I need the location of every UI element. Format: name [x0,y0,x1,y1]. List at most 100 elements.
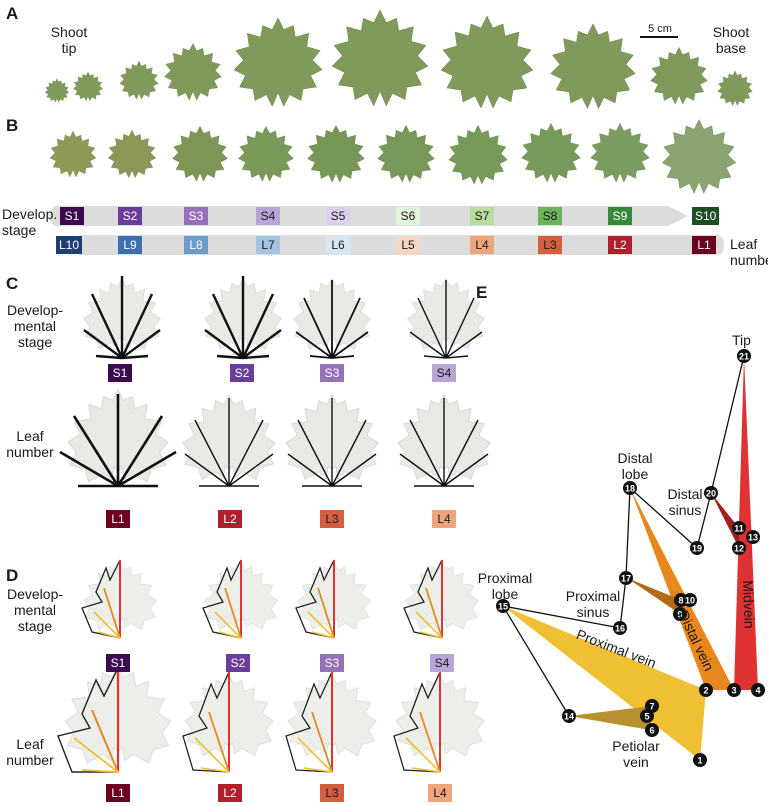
svg-text:9: 9 [677,610,682,620]
landmark-12: 12 [732,541,746,555]
landmark-14: 14 [562,709,576,723]
leaf-number-label: Leaf number [730,236,768,268]
distal-vein-shape [630,488,734,690]
svg-text:21: 21 [739,352,749,362]
panel-c-leaf-badge-l4: L4 [432,510,456,528]
svg-text:20: 20 [706,489,716,499]
panel-c-leaves [59,276,491,488]
shoot-tip-label: Shoot tip [50,24,88,56]
leaf-badge-l2: L2 [608,236,632,254]
panel-c-stage-badge-s1: S1 [108,364,132,382]
panel-letter-c: C [6,274,19,293]
distal-lobe-label: Distal lobe [617,450,653,482]
svg-text:7: 7 [649,702,654,712]
panel-c-stage-badge-s3: S3 [320,364,344,382]
petiolar-vein-shape [569,706,652,730]
panel-c-leaf-badge-l1: L1 [106,510,130,528]
stage-badge-s10: S10 [692,207,720,225]
stage-badge-s3: S3 [184,207,208,225]
svg-text:18: 18 [625,484,635,494]
leaf-badge-l3: L3 [538,236,562,254]
landmark-9: 9 [673,607,687,621]
panel-d-leaf-label: Leaf number [6,736,54,768]
leaf-badge-l4: L4 [470,236,494,254]
landmark-16: 16 [613,621,627,635]
svg-text:11: 11 [734,524,744,534]
landmark-6: 6 [645,723,659,737]
landmark-20: 20 [704,486,718,500]
landmark-3: 3 [727,683,741,697]
panel-letter-a: A [6,4,19,23]
leaf-badge-l6: L6 [326,236,350,254]
panel-d-stage-badge-s4: S4 [430,654,454,672]
tip-label: Tip [732,332,751,348]
stage-badge-s1: S1 [60,207,84,225]
panel-d-stage-badge-s1: S1 [106,654,130,672]
panel-a-leaves [44,9,753,109]
landmark-13: 13 [746,530,760,544]
stage-badge-s4: S4 [256,207,280,225]
panel-c-leaf-label: Leaf number [6,428,54,460]
leaf-badge-l8: L8 [184,236,208,254]
proximal-lobe-label: Proximal lobe [477,570,533,602]
petiolar-vein-label: Petiolar vein [612,738,660,770]
scale-bar-label: 5 cm [648,23,672,35]
landmark-4: 4 [751,683,765,697]
svg-text:19: 19 [692,544,702,554]
panel-c-stage-badge-s4: S4 [432,364,456,382]
panel-d-stage-label: Develop- mental stage [6,586,64,634]
landmark-7: 7 [645,699,659,713]
svg-text:12: 12 [734,544,744,554]
proximal-sinus-label: Proximal sinus [565,588,621,620]
shoot-base-label: Shoot base [712,24,750,56]
landmark-11: 11 [732,521,746,535]
midvein-branch-shape [711,493,739,548]
svg-text:8: 8 [678,596,683,606]
panel-d-leaf-badge-l2: L2 [218,784,242,802]
stage-badge-s8: S8 [538,207,562,225]
stage-badge-s2: S2 [118,207,142,225]
midvein-shape [734,356,758,690]
landmark-10: 10 [683,593,697,607]
landmark-2: 2 [699,683,713,697]
landmark-17: 17 [619,571,633,585]
svg-text:14: 14 [564,712,574,722]
landmark-18: 18 [623,481,637,495]
distal-sinus-label: Distal sinus [667,486,703,518]
svg-text:2: 2 [703,686,708,696]
panel-c-stage-badge-s2: S2 [230,364,254,382]
landmark-15: 15 [496,599,510,613]
svg-text:13: 13 [748,533,758,543]
svg-text:1: 1 [697,756,702,766]
leaf-badge-l5: L5 [396,236,420,254]
stage-badge-s5: S5 [326,207,350,225]
stage-badge-s7: S7 [470,207,494,225]
leaf-badge-l9: L9 [118,236,142,254]
panel-d-leaf-badge-l3: L3 [320,784,344,802]
panel-d-stage-badge-s3: S3 [320,654,344,672]
margin-outline [501,355,745,717]
svg-text:4: 4 [755,686,760,696]
panel-c-leaf-badge-l3: L3 [320,510,344,528]
proximal-vein-shape [503,606,706,760]
develop-stage-arrow [50,206,688,226]
svg-text:16: 16 [615,624,625,634]
stage-badge-s9: S9 [608,207,632,225]
panel-letter-b: B [6,116,19,135]
landmark-21: 21 [737,349,751,363]
svg-text:5: 5 [644,712,649,722]
svg-text:17: 17 [621,574,631,584]
svg-text:15: 15 [498,602,508,612]
panel-letter-e: E [476,283,488,302]
landmark-19: 19 [690,541,704,555]
svg-text:10: 10 [685,596,695,606]
develop-stage-label: Develop. stage [2,206,58,238]
stage-badge-s6: S6 [396,207,420,225]
panel-letter-d: D [6,566,19,585]
distal-branch-shape [627,578,681,614]
panel-e-diagram [501,355,758,760]
panel-d-leaves [57,559,485,773]
